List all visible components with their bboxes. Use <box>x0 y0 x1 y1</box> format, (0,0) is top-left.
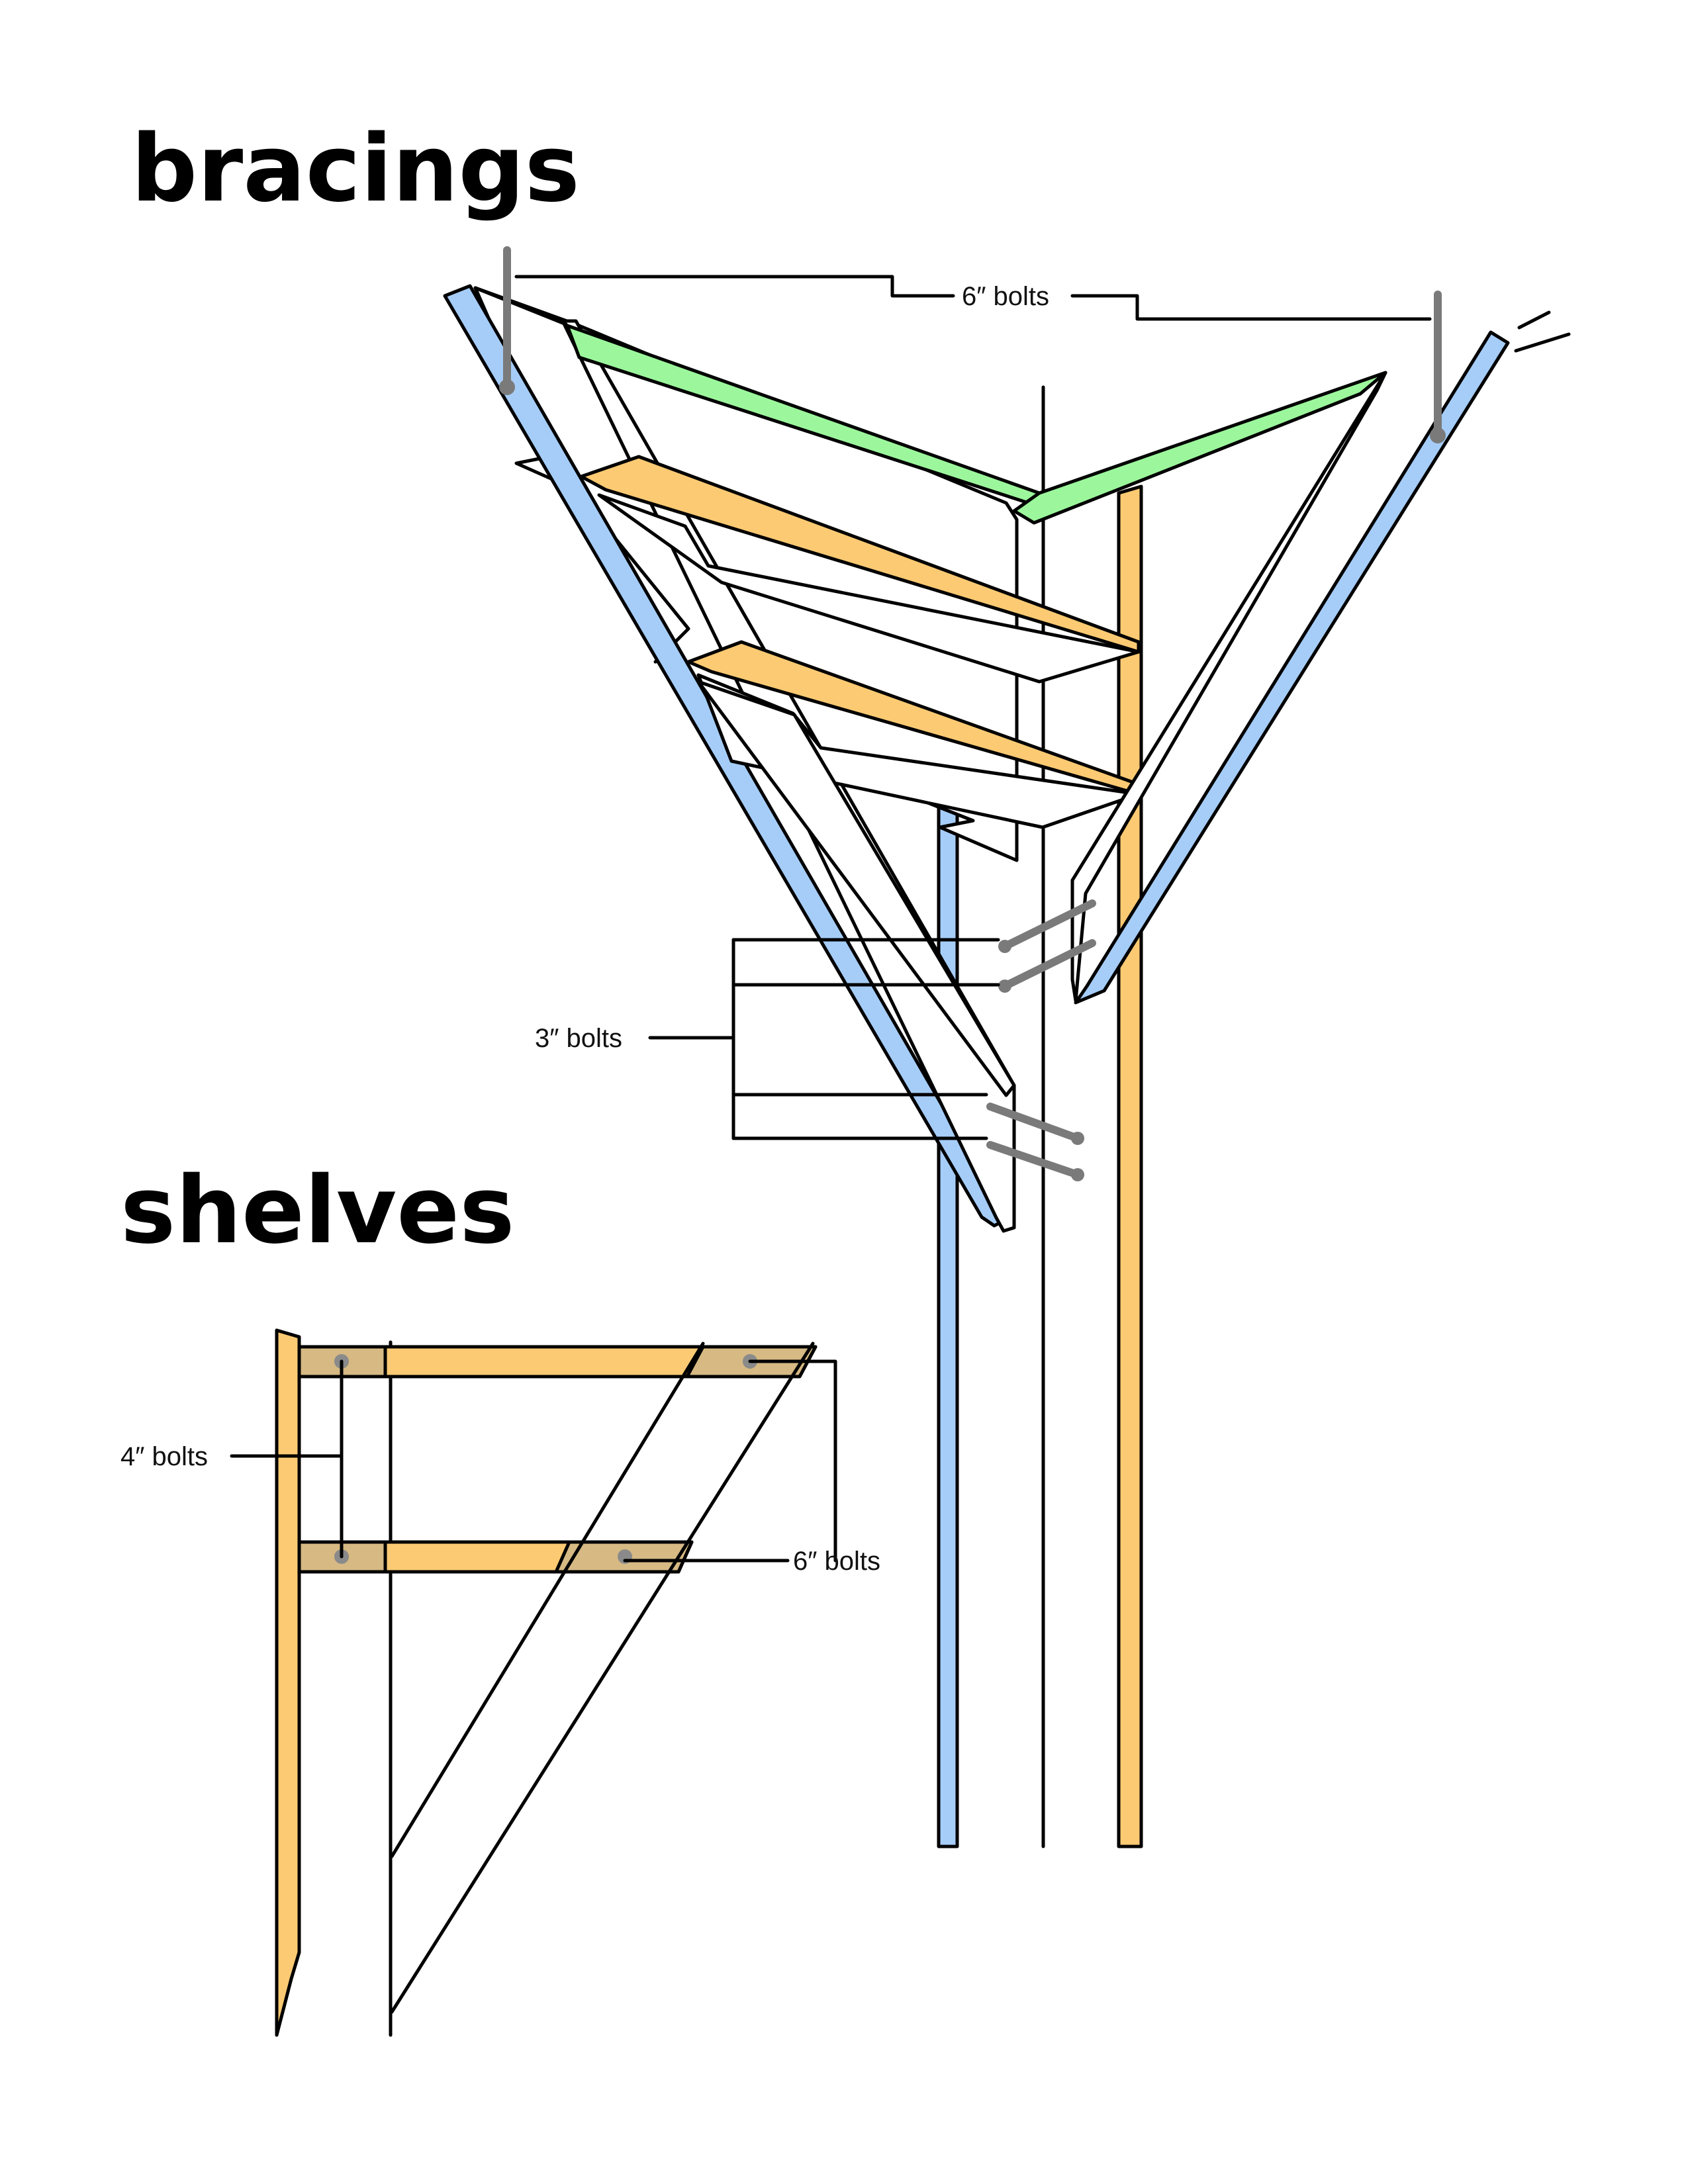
shelf-wall-post <box>275 1328 301 2037</box>
green-board-right <box>1012 371 1387 525</box>
shelf-left-bolts-label: 4″ bolts <box>120 1442 208 1471</box>
top-line-right-2 <box>1514 332 1571 353</box>
shelf-right-leader <box>623 1359 837 1563</box>
right-orange-post <box>1117 484 1143 1848</box>
top-bolt-right <box>1430 291 1446 443</box>
top-bolt-left <box>499 246 515 395</box>
bracings-heading: bracings <box>131 115 580 223</box>
shelf-brace-outer <box>390 1342 815 2014</box>
side-bolts-label: 3″ bolts <box>535 1024 622 1053</box>
right-blue-rafter <box>1074 330 1510 1005</box>
shelves-heading: shelves <box>120 1157 515 1265</box>
shelf-left-leader <box>230 1359 344 1559</box>
floor-plank-1 <box>597 493 1141 684</box>
shelf-brace-inner <box>390 1342 705 1858</box>
orange-joist-upper <box>579 455 1141 654</box>
top-bolts-leader-left <box>514 275 955 298</box>
side-bolts <box>986 899 1096 1181</box>
lower-white-brace <box>696 680 1016 1097</box>
top-bolts-label: 6″ bolts <box>962 282 1049 311</box>
shelf-right-bolts-label: 6″ bolts <box>793 1547 880 1576</box>
top-bolts-leader-right <box>1070 294 1432 321</box>
top-line-left <box>473 286 568 326</box>
top-line-right-1 <box>1517 310 1551 330</box>
side-bolts-bracket <box>648 938 1000 1140</box>
